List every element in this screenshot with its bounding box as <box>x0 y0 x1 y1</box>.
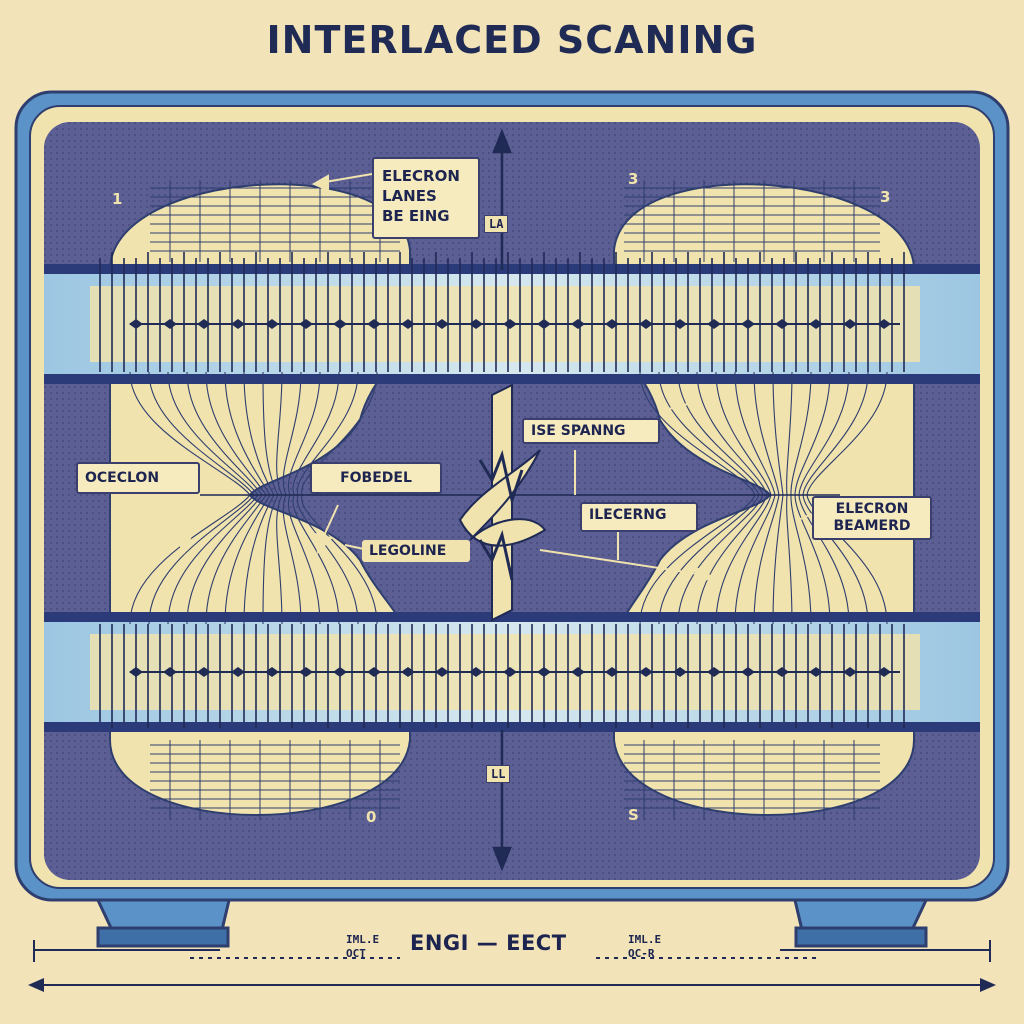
vertical-axis-arrow <box>492 128 512 872</box>
footer-left-small-1: IML.E <box>346 933 380 946</box>
label-legoline: LEGOLINE <box>362 540 470 562</box>
number-top-right: 3 <box>880 188 891 206</box>
scan-lines <box>99 252 905 728</box>
label-pointers <box>171 173 813 586</box>
footer-right-small-2: OC-R <box>628 947 655 960</box>
number-bottom-left: 0 <box>366 808 377 826</box>
label-oceclon: OCECLON <box>76 462 200 494</box>
interlace-wave <box>458 383 547 622</box>
number-top-middle: 3 <box>628 170 639 188</box>
footer-main-text: ENGI — EECT <box>410 931 567 955</box>
label-electron-lanes: ELECRON LANES BE EING <box>372 157 480 239</box>
scan-dots <box>129 319 891 677</box>
label-ilecering: ILECERNG <box>580 502 698 532</box>
number-top-left: 1 <box>112 190 123 208</box>
tv-stand <box>93 894 931 948</box>
axis-tag-bottom: LL <box>486 765 511 783</box>
footer-left-small-2: OCT <box>346 947 366 960</box>
lobe-grid <box>150 180 880 820</box>
label-ise-spanning: ISE SPANNG <box>522 418 660 444</box>
number-bottom-right: S <box>628 806 639 824</box>
axis-tag-top: LA <box>484 215 509 233</box>
label-electron-beamed: ELECRON BEAMERD <box>812 496 932 540</box>
beam-lines <box>129 371 888 625</box>
footer-right-small-1: IML.E <box>628 933 662 946</box>
label-fobedel: FOBEDEL <box>310 462 442 494</box>
diagram-title: INTERLACED SCANING <box>266 18 758 62</box>
